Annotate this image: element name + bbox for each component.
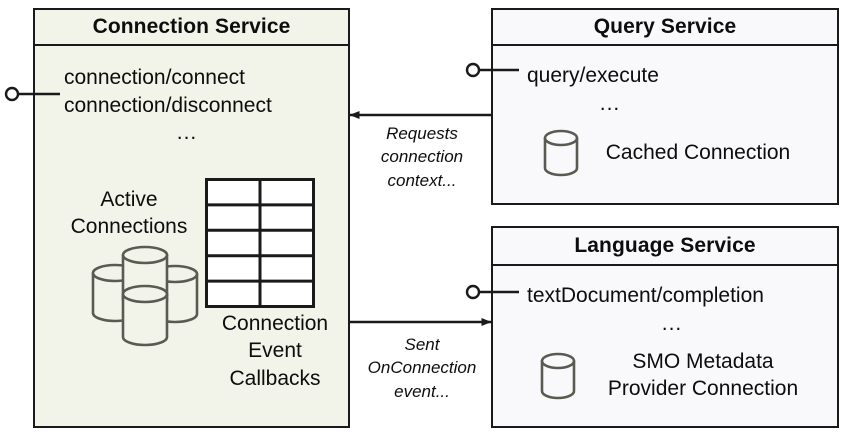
operation-connection-disconnect: connection/disconnect (64, 93, 272, 117)
connection-service-title: Connection Service (35, 10, 348, 46)
connection-service-operations-ellipsis: ... (176, 121, 198, 145)
smo-metadata-provider-connection-label: SMO Metadata Provider Connection (607, 350, 799, 401)
connection-service-body: connection/connect connection/disconnect… (35, 46, 348, 426)
component-language-service[interactable]: Language Service textDocument/completion… (491, 226, 839, 428)
component-connection-service[interactable]: Connection Service connection/connect co… (33, 8, 350, 428)
edge-label-sent-onconnection-event: Sent OnConnection event... (367, 335, 477, 401)
operation-textdocument-completion: textDocument/completion (527, 284, 764, 307)
connection-service-operations: connection/connect connection/disconnect… (64, 64, 310, 147)
connection-event-callbacks-label: Connection Event Callbacks (221, 312, 329, 390)
database-cylinder-icon (540, 352, 576, 400)
active-connections-label: Active Connections (70, 188, 188, 239)
query-service-operations-ellipsis: ... (599, 91, 621, 115)
query-service-body: query/execute ... Cached Connection (493, 46, 837, 203)
language-service-operations: textDocument/completion ... (527, 282, 817, 337)
language-service-body: textDocument/completion ... SMO Metadata… (493, 266, 837, 426)
edge-label-requests-connection-context: Requests connection context... (380, 124, 464, 190)
database-cluster-icon (91, 245, 199, 347)
cached-connection-label: Cached Connection (605, 141, 791, 164)
operation-connection-connect: connection/connect (64, 66, 245, 89)
component-query-service[interactable]: Query Service query/execute ... Cached C… (491, 8, 839, 205)
language-service-title: Language Service (493, 228, 837, 266)
query-service-title: Query Service (493, 10, 837, 46)
database-cylinder-icon (543, 129, 579, 177)
table-grid-icon (205, 178, 315, 308)
language-service-operations-ellipsis: ... (661, 311, 683, 335)
operation-query-execute: query/execute (527, 64, 659, 87)
query-service-operations: query/execute ... (527, 62, 693, 117)
